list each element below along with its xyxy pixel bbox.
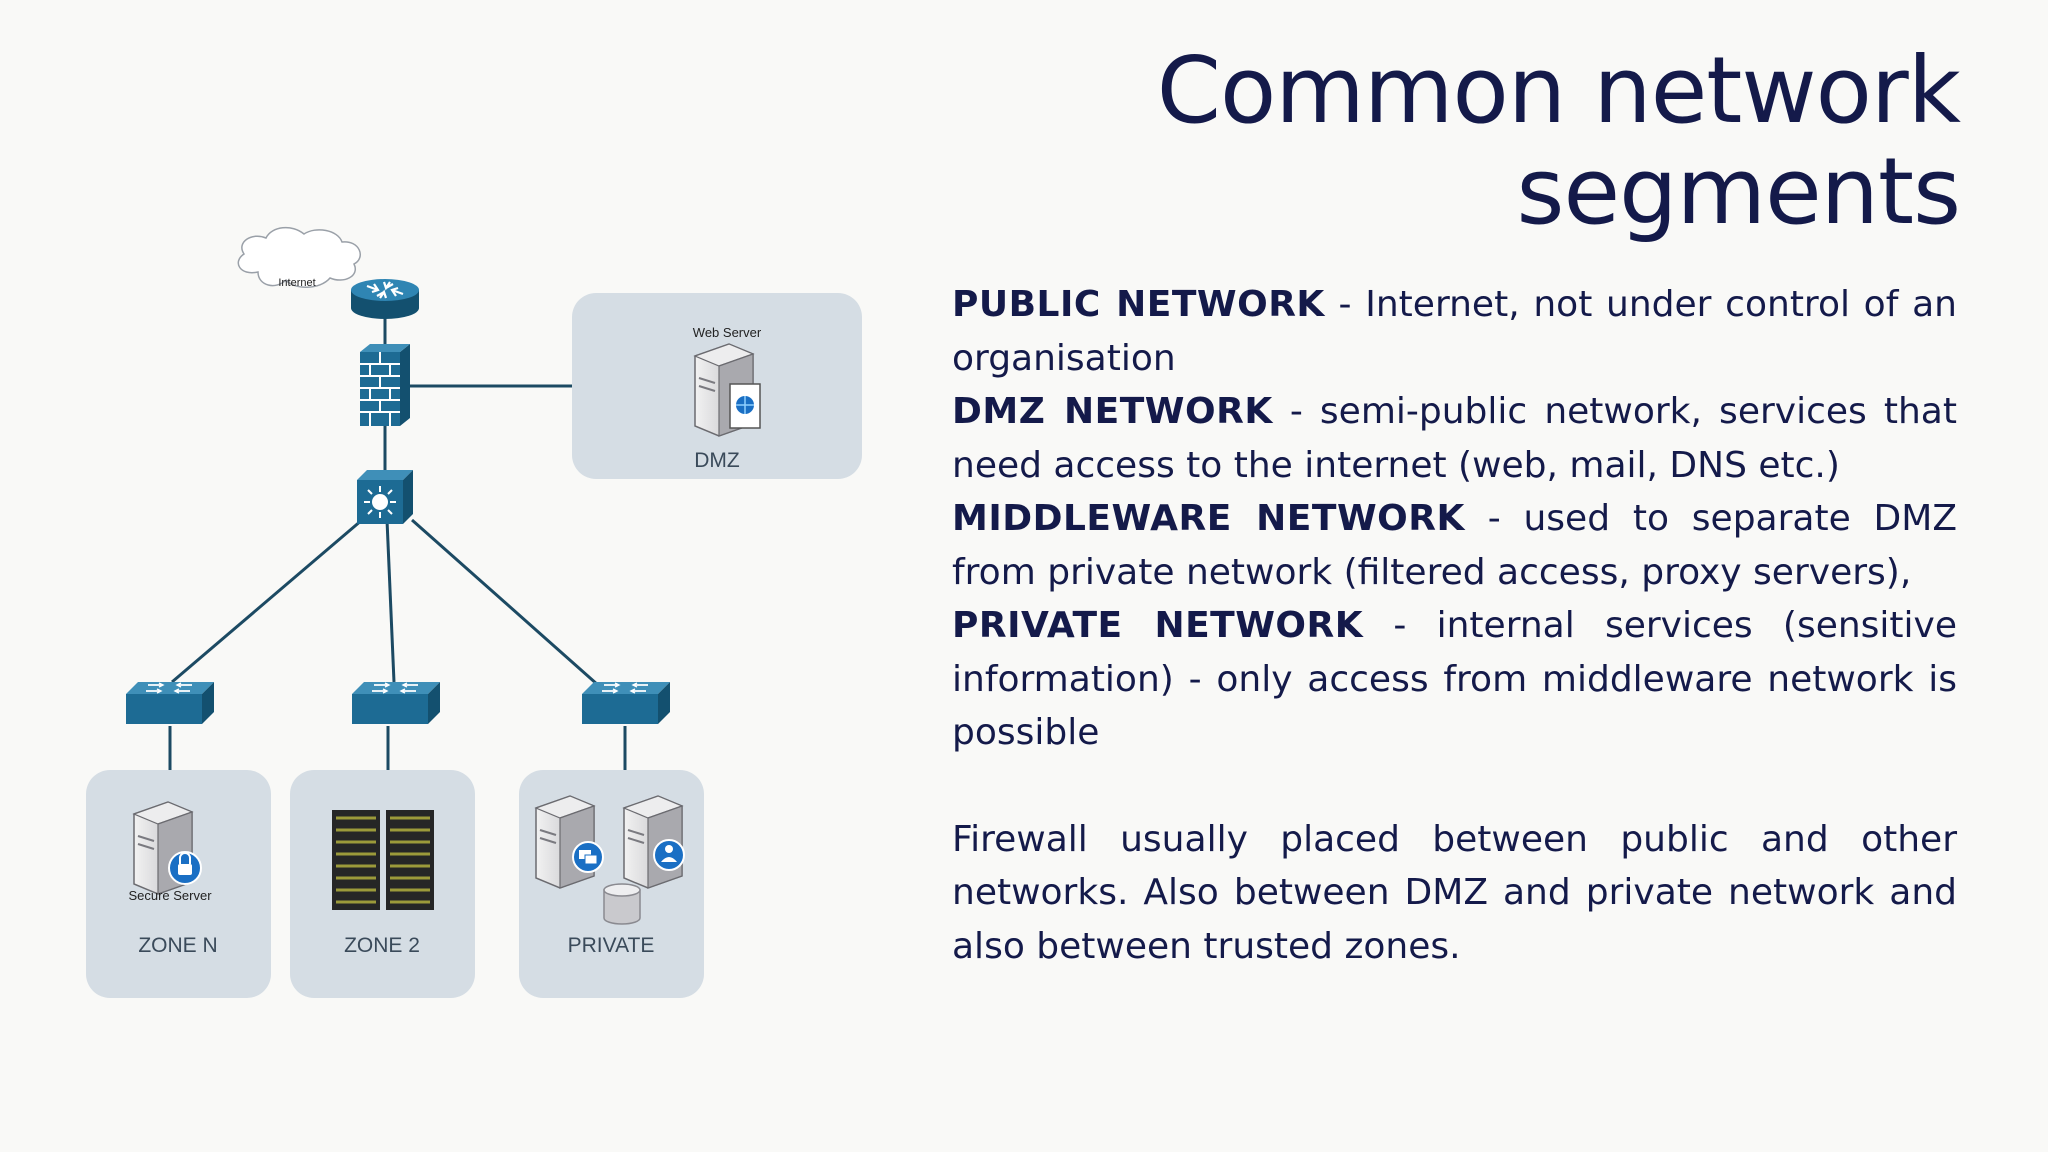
- internet-label: Internet: [278, 277, 315, 289]
- dmz-label: DMZ: [694, 449, 740, 472]
- server-icon: [694, 343, 761, 437]
- segment-term: DMZ NETWORK: [952, 391, 1273, 432]
- server-icon: [133, 801, 202, 895]
- segment-desc: - internal services (sensitive informati…: [952, 605, 1958, 753]
- segment-middleware: MIDDLEWARE NETWORK - used to separate DM…: [952, 492, 1957, 599]
- segment-term: PUBLIC NETWORK: [952, 284, 1325, 325]
- database-icon: [603, 883, 641, 925]
- switch-icon: [351, 681, 441, 725]
- zone-label: ZONE N: [138, 934, 217, 957]
- secure-server-label: Secure Server: [128, 888, 212, 903]
- web-server-label: Web Server: [693, 325, 762, 340]
- network-links: [168, 296, 627, 770]
- firewall-icon: [360, 344, 410, 426]
- spacer: [952, 760, 1957, 813]
- zone-label: PRIVATE: [568, 934, 655, 957]
- segments-description: PUBLIC NETWORK - Internet, not under con…: [952, 278, 1957, 973]
- switch-icon: [125, 681, 215, 725]
- layer3-switch-icon: [357, 470, 413, 524]
- segment-private: PRIVATE NETWORK - internal services (sen…: [952, 599, 1957, 760]
- firewall-note: Firewall usually placed between public a…: [952, 818, 1957, 967]
- segment-desc: - Internet, not under control of an orga…: [952, 284, 1957, 379]
- segment-term: PRIVATE NETWORK: [952, 605, 1364, 646]
- segment-desc: - used to separate DMZ from private netw…: [952, 498, 1957, 593]
- server-icon: [623, 795, 685, 889]
- zone-2-box: [290, 770, 475, 998]
- cloud-icon: [237, 226, 361, 288]
- segment-public: PUBLIC NETWORK - Internet, not under con…: [952, 278, 1957, 385]
- network-diagram: Internet: [86, 226, 862, 998]
- segment-term: MIDDLEWARE NETWORK: [952, 498, 1465, 539]
- server-icon: [535, 795, 604, 889]
- switch-icon: [581, 681, 671, 725]
- segment-dmz: DMZ NETWORK - semi-public network, servi…: [952, 385, 1957, 492]
- segment-desc: - semi-public network, services that nee…: [952, 391, 1957, 486]
- router-icon: [351, 279, 419, 319]
- server-rack-icon: [332, 810, 434, 910]
- zone-label: ZONE 2: [344, 934, 420, 957]
- slide-title: Common network segments: [1156, 37, 1961, 246]
